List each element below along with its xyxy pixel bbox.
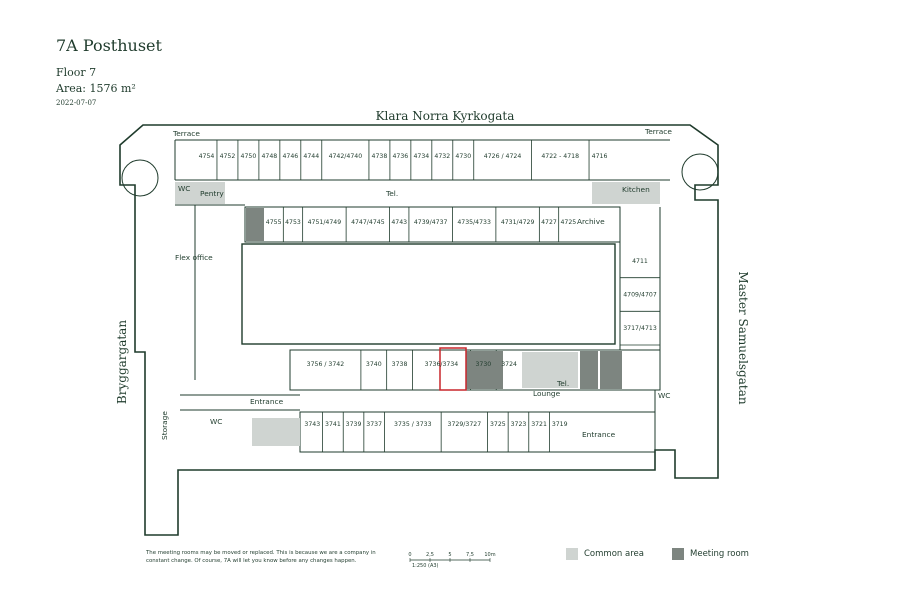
- room-label-3721: 3721: [531, 421, 547, 428]
- tel-bottom-label: Tel.: [556, 379, 569, 388]
- scale-unit: 1:250 (A3): [412, 563, 439, 569]
- lounge-area: [522, 352, 578, 388]
- stairwell-left: [121, 159, 159, 197]
- room-label-3729-3727: 3729/3727: [448, 421, 482, 428]
- room-label-4754: 4754: [199, 153, 215, 160]
- room-label-4752: 4752: [220, 153, 236, 160]
- tel-top-label: Tel.: [385, 189, 398, 198]
- legend-common: Common area: [566, 548, 644, 560]
- room-label-3743: 3743: [304, 421, 320, 428]
- room-label-4726-4724: 4726 / 4724: [484, 153, 522, 160]
- highlighted-room-3730[interactable]: [439, 347, 467, 391]
- legend-meeting-label: Meeting room: [690, 549, 749, 559]
- room-label-4743: 4743: [391, 219, 407, 226]
- area-label: Area: 1576 m²: [56, 82, 136, 95]
- entrance-left-label: Entrance: [250, 397, 284, 406]
- pentry-area: [175, 182, 225, 204]
- terrace-right-label: Terrace: [644, 127, 672, 136]
- room-label-4747-4745: 4747/4745: [351, 219, 385, 226]
- building-outline: [119, 124, 719, 536]
- archive-label: Archive: [577, 217, 605, 226]
- room-label-4725: 4725: [560, 219, 576, 226]
- street-north: Klara Norra Kyrkogata: [376, 109, 515, 123]
- common-areas: [175, 182, 660, 446]
- room-label-3723: 3723: [511, 421, 527, 428]
- room-label-3756-3742: 3756 / 3742: [307, 361, 345, 368]
- room-label-4738: 4738: [372, 153, 388, 160]
- room-label-3737: 3737: [366, 421, 382, 428]
- date-label: 2022-07-07: [56, 99, 97, 107]
- room-label-3717-4713: 3717/4713: [623, 325, 657, 332]
- room-label-3719: 3719: [552, 421, 568, 428]
- street-west: Bryggargatan: [115, 320, 129, 404]
- room-label-3735-3733: 3735 / 3733: [394, 421, 432, 428]
- pentry-label: Pentry: [200, 189, 224, 198]
- room-label-3724: 3724: [501, 361, 517, 368]
- meeting-room: [600, 351, 622, 389]
- room-label-4709-4707: 4709/4707: [623, 292, 657, 299]
- meeting-room-note: The meeting rooms may be moved or replac…: [146, 550, 376, 564]
- scale-tick-label: 2,5: [426, 552, 434, 558]
- room-label-4722-4718: 4722 - 4718: [541, 153, 579, 160]
- room-label-3741: 3741: [325, 421, 341, 428]
- room-label-3725: 3725: [490, 421, 506, 428]
- room-label-3740: 3740: [366, 361, 382, 368]
- room-label-4730: 4730: [455, 153, 471, 160]
- room-label-4716: 4716: [592, 153, 608, 160]
- room-label-4748: 4748: [261, 153, 277, 160]
- floor-label: Floor 7: [56, 66, 97, 79]
- meeting-room: [246, 208, 264, 241]
- scale-tick-label: 5: [448, 552, 451, 558]
- flex-office-label: Flex office: [175, 253, 213, 262]
- room-label-3736-3734: 3736/3734: [425, 361, 459, 368]
- scale-bar: 0 2,5 5 7,5 10m: [408, 552, 496, 562]
- street-east: Master Samuelsgatan: [736, 271, 750, 404]
- room-label-4744: 4744: [303, 153, 319, 160]
- room-label-4742-4740: 4742/4740: [329, 153, 363, 160]
- room-label-4753: 4753: [285, 219, 301, 226]
- terrace-left-label: Terrace: [172, 129, 200, 138]
- room-label-4735-4733: 4735/4733: [457, 219, 491, 226]
- room-label-3738: 3738: [392, 361, 408, 368]
- stairwell-right: [681, 153, 719, 191]
- legend-common-label: Common area: [584, 549, 644, 559]
- scale-tick-label: 10m: [484, 552, 495, 558]
- meeting-room: [580, 351, 598, 389]
- room-label-4727: 4727: [541, 219, 557, 226]
- scale-tick-label: 0: [408, 552, 411, 558]
- room-label-4750: 4750: [241, 153, 257, 160]
- room-label-4732: 4732: [434, 153, 450, 160]
- room-label-4751-4749: 4751/4749: [308, 219, 342, 226]
- legend-meeting: Meeting room: [672, 548, 749, 560]
- kitchen-label: Kitchen: [622, 185, 650, 194]
- room-label-4746: 4746: [282, 153, 298, 160]
- room-label-4734: 4734: [413, 153, 429, 160]
- scale-tick-label: 7,5: [466, 552, 474, 558]
- wc-top-left-label: WC: [178, 184, 190, 193]
- room-label-4711: 4711: [632, 258, 648, 265]
- meeting-room-swatch: [672, 548, 684, 560]
- common-area-swatch: [566, 548, 578, 560]
- meeting-rooms: [246, 208, 622, 389]
- room-label-4739-4737: 4739/4737: [414, 219, 448, 226]
- room-label-3730: 3730: [475, 361, 491, 368]
- meeting-room: [466, 351, 503, 389]
- room-label-4755: 4755: [266, 219, 282, 226]
- building-title: 7A Posthuset: [56, 36, 162, 55]
- room-label-4736: 4736: [393, 153, 409, 160]
- room-label-4731-4729: 4731/4729: [501, 219, 535, 226]
- wc-bottom-left-label: WC: [210, 417, 222, 426]
- entrance-common: [252, 418, 300, 446]
- kitchen-area: [592, 182, 660, 204]
- lounge-label: Lounge: [533, 389, 561, 398]
- wc-right-label: WC: [658, 391, 670, 400]
- room-label-3739: 3739: [346, 421, 362, 428]
- storage-label: Storage: [160, 411, 169, 440]
- entrance-right-label: Entrance: [582, 430, 616, 439]
